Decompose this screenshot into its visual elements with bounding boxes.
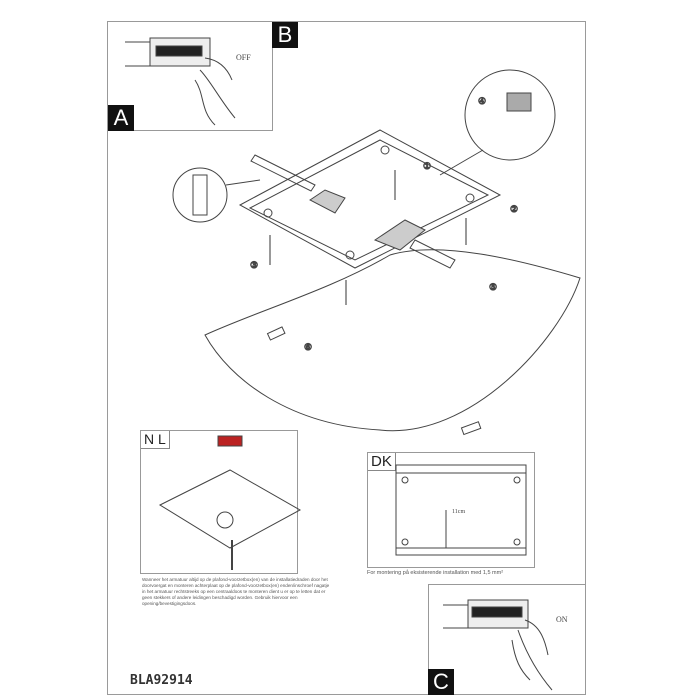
switch-on-illustration	[443, 599, 553, 691]
nl-instructions: Wanneer het armatuur altijd op de plafon…	[142, 577, 330, 606]
switch-off-illustration	[125, 37, 236, 126]
step-4: ④	[478, 96, 486, 106]
dk-drawing	[395, 464, 527, 556]
step-3: ③	[250, 260, 258, 270]
switch-off-label: OFF	[236, 53, 251, 62]
panel-dk-tag: DK	[368, 453, 396, 471]
screws	[269, 170, 467, 305]
shade-clips	[266, 326, 482, 436]
panel-dk	[367, 452, 535, 568]
panel-nl-tag: N L	[141, 431, 170, 449]
glass-shade	[204, 249, 581, 432]
step-6: ⑥	[304, 342, 312, 352]
step-1: ①	[423, 161, 431, 171]
wall-plug-detail	[172, 167, 261, 223]
panel-a-tag: A	[108, 105, 134, 131]
step-2: ②	[510, 204, 518, 214]
step-numbers: ① ② ③ ④ ⑤ ⑥	[250, 96, 519, 353]
dk-caption: For montering på eksisterende installati…	[367, 570, 504, 576]
switch-on-label: ON	[556, 615, 568, 624]
panel-b-tag: B	[272, 22, 298, 48]
nl-drawing	[158, 435, 302, 570]
panel-c-tag: C	[428, 669, 454, 695]
terminal-detail	[439, 69, 556, 176]
dk-measure: 11cm	[452, 509, 466, 515]
step-5: ⑤	[489, 282, 497, 292]
model-code: BLA92914	[130, 673, 193, 688]
page-frame	[107, 21, 586, 695]
ceiling-plate	[238, 129, 502, 269]
